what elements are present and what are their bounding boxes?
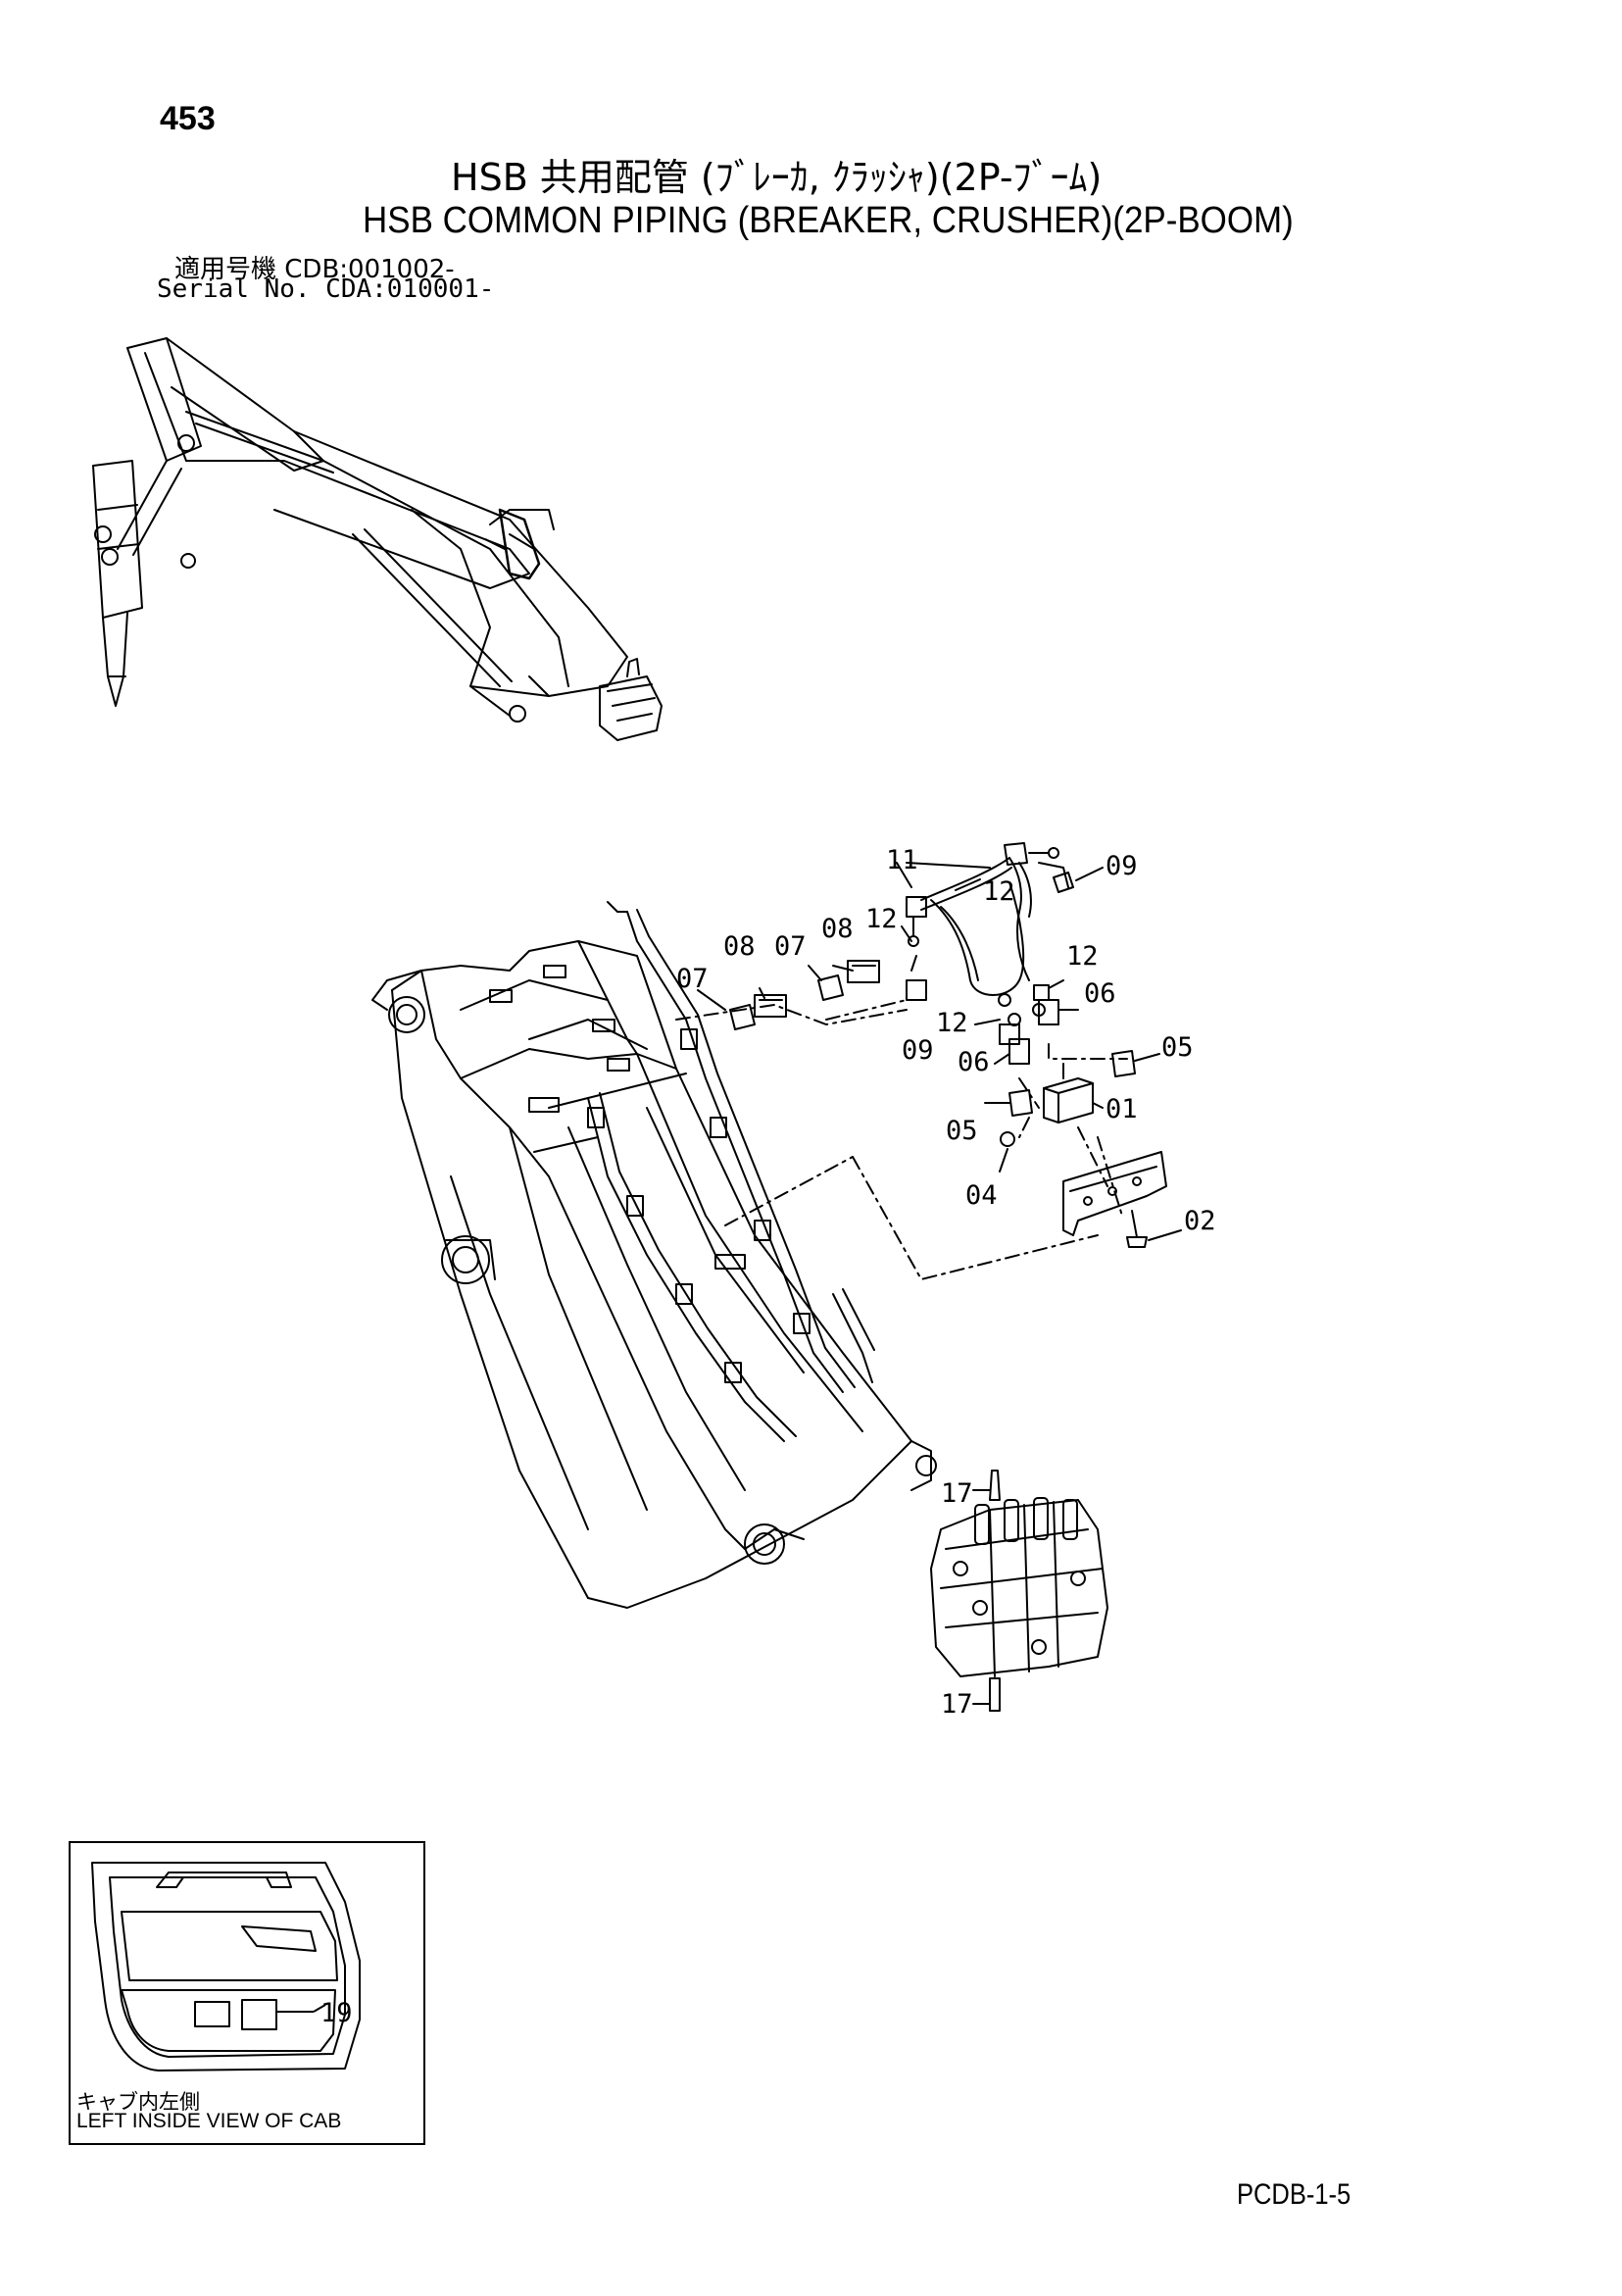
boom-assembly-drawing: [371, 901, 937, 1609]
callout-17-lower: 17: [941, 1689, 973, 1720]
callout-09-upper: 09: [1106, 851, 1138, 881]
serial-range-en: Serial No. CDA:010001-: [157, 275, 495, 304]
overview-machine-sketch: [92, 337, 663, 741]
footer-catalog-code: PCDB-1-5: [1237, 2178, 1352, 2211]
diagram-title-en: HSB COMMON PIPING (BREAKER, CRUSHER)(2P-…: [363, 200, 1294, 241]
callout-02: 02: [1184, 1206, 1216, 1236]
callout-05-left: 05: [946, 1116, 978, 1146]
inset-caption-en: LEFT INSIDE VIEW OF CAB: [76, 2110, 342, 2132]
callout-08-left: 08: [723, 931, 756, 962]
callout-07-middle: 07: [774, 931, 807, 962]
diagram-title-jp: HSB 共用配管 (ﾌﾞﾚｰｶ, ｸﾗｯｼｬ)(2P-ﾌﾞｰﾑ): [451, 156, 1103, 199]
inset-caption-jp: キャブ内左側: [76, 2090, 200, 2114]
callout-12-upper: 12: [983, 876, 1015, 907]
callout-19: 19: [320, 1998, 353, 2028]
cab-inset-view: 19 キャブ内左側 LEFT INSIDE VIEW OF CAB: [69, 1841, 425, 2145]
control-valve-drawing: [930, 1470, 1108, 1712]
callout-09-lower: 09: [902, 1035, 934, 1066]
page-number: 453: [160, 100, 216, 137]
callout-12-right: 12: [1066, 941, 1099, 972]
callout-11: 11: [886, 845, 918, 875]
callout-12-left: 12: [865, 904, 898, 934]
callout-08-right: 08: [821, 914, 854, 944]
callout-06-left: 06: [958, 1047, 990, 1077]
callout-05-right: 05: [1161, 1032, 1194, 1063]
callout-04: 04: [965, 1180, 998, 1211]
cab-door-drawing: [91, 1862, 361, 2071]
callout-01: 01: [1106, 1094, 1138, 1124]
callout-12-lower: 12: [936, 1008, 968, 1038]
piping-parts-detail: [675, 842, 1182, 1280]
callout-17-upper: 17: [941, 1478, 973, 1509]
serial-range-jp: 適用号機 CDB:001002-: [174, 255, 455, 284]
callout-06-right: 06: [1084, 978, 1116, 1009]
callout-07-left: 07: [676, 964, 709, 994]
